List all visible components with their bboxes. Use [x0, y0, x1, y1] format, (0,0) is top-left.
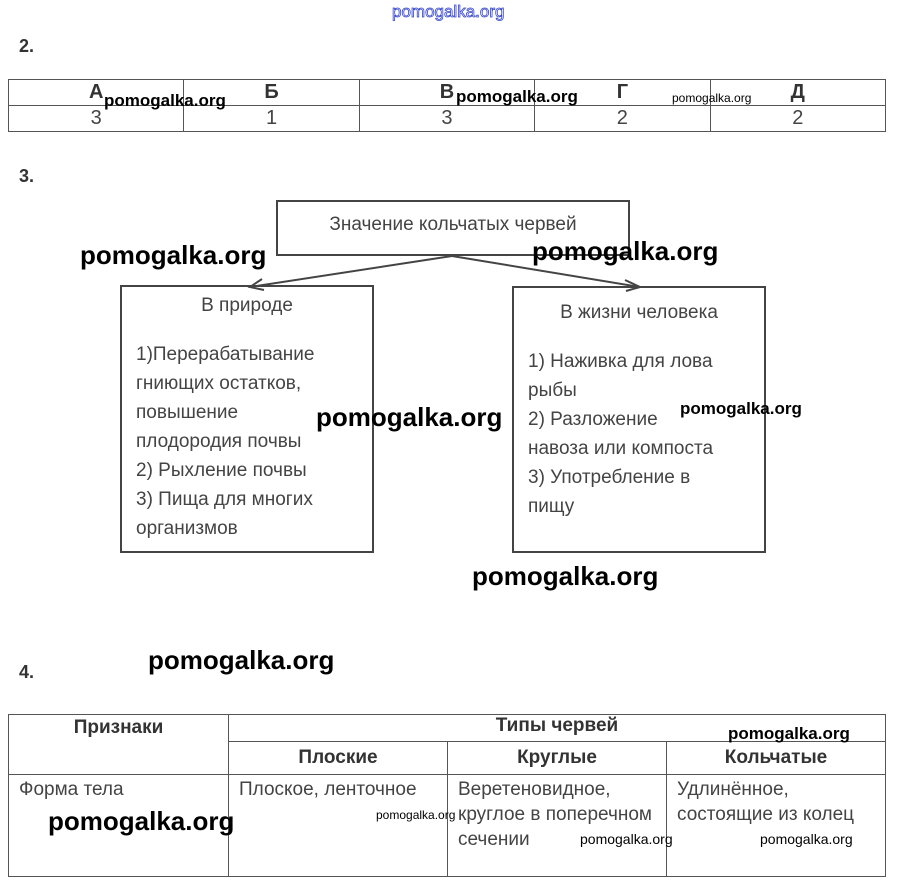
watermark: pomogalka.org [104, 91, 226, 110]
list-line: 2) Рыхление почвы [136, 460, 307, 481]
list-line: 3) Пища для многих [136, 489, 313, 510]
value-cell: Плоское, ленточное [228, 774, 448, 877]
header-cell: Г [534, 79, 711, 106]
header-round: Круглые [447, 741, 667, 775]
list-line: навоза или компоста [528, 438, 714, 459]
box-title: В жизни человека [560, 302, 718, 323]
watermark: pomogalka.org [680, 399, 802, 418]
watermark: pomogalka.org [316, 402, 503, 432]
list-line: рыбы [528, 380, 577, 401]
watermark: pomogalka.org [532, 236, 719, 266]
table-header-row: А Б В Г Д [7, 79, 887, 106]
watermark: pomogalka.org [760, 831, 853, 847]
value-cell: Удлинённое, состоящие из колец [666, 774, 886, 877]
question-2-number: 2. [19, 36, 35, 56]
list-line: гниющих остатков, [136, 373, 302, 394]
value-cell: 3 [7, 105, 185, 132]
list-line: 1)Перерабатывание [136, 344, 315, 365]
watermark: pomogalka.org [376, 808, 456, 822]
watermark: pomogalka.org [80, 240, 267, 270]
question-4-number: 4. [19, 662, 35, 682]
answer-table-q2: А Б В Г Д 3 1 3 2 2 [7, 79, 887, 132]
value-cell: Веретеновидное, круглое в поперечном сеч… [447, 774, 667, 877]
table-row: Форма тела Плоское, ленточное Веретенови… [8, 774, 886, 877]
list-line: повышение [136, 402, 239, 423]
table-row: 3 1 3 2 2 [7, 105, 887, 132]
list-line: плодородия почвы [136, 431, 302, 452]
diagram-left-box: В природе 1)Перерабатывание гниющих оста… [120, 285, 374, 553]
watermark: pomogalka.org [472, 561, 659, 591]
header-signs: Признаки [8, 714, 229, 775]
diagram-root-text: Значение кольчатых червей [329, 214, 577, 235]
value-cell: 2 [534, 105, 711, 132]
list-line: пищу [528, 496, 575, 517]
value-cell: 2 [709, 105, 887, 132]
list-line: 3) Употребление в [528, 467, 691, 488]
header-ringed: Кольчатые [666, 741, 886, 775]
table-header-row: Признаки Типы червей [8, 714, 886, 775]
diagram-root-box: Значение кольчатых червей [276, 200, 630, 256]
sign-cell: Форма тела [8, 774, 229, 877]
watermark: pomogalka.org [48, 806, 235, 836]
watermark: pomogalka.org [728, 724, 850, 743]
diagram-right-box: В жизни человека 1) Наживка для лова рыб… [512, 286, 766, 553]
header-types: Типы червей [228, 714, 886, 742]
list-line: 2) Разложение [528, 409, 658, 430]
list-line: 1) Наживка для лова [528, 351, 713, 372]
value-cell: 1 [183, 105, 360, 132]
value-cell: 3 [358, 105, 536, 132]
watermark: pomogalka.org [580, 831, 673, 847]
watermark: pomogalka.org [672, 91, 752, 105]
watermark: pomogalka.org [148, 645, 335, 675]
box-title: В природе [201, 295, 293, 316]
top-watermark: pomogalka.org [392, 2, 505, 22]
list-line: организмов [136, 518, 238, 539]
worm-types-table: Признаки Типы червей Плоские Круглые Кол… [8, 714, 886, 877]
watermark: pomogalka.org [456, 87, 578, 106]
question-3-number: 3. [19, 166, 35, 186]
header-cell: Д [709, 79, 887, 106]
table-subheader-row: Плоские Круглые Кольчатые [9, 741, 886, 775]
header-flat: Плоские [228, 741, 448, 775]
